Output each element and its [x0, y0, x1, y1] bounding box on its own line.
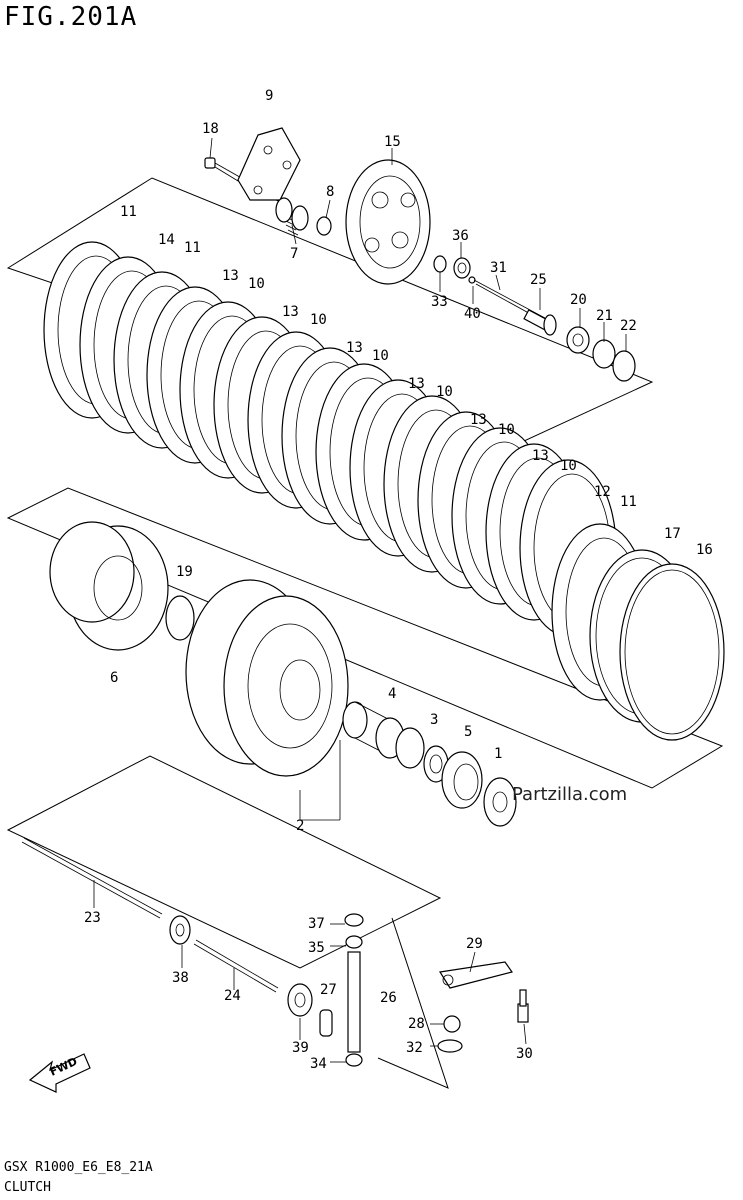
callout-8: 8	[326, 184, 334, 200]
callout-36: 36	[452, 228, 469, 244]
part-28-spring	[443, 1015, 461, 1033]
callout-22: 22	[620, 318, 637, 334]
callout-11: 11	[620, 494, 637, 510]
callout-21: 21	[596, 308, 613, 324]
callout-29: 29	[466, 936, 483, 952]
callout-19: 19	[176, 564, 193, 580]
part-32-washer	[437, 1039, 463, 1053]
callouts: 9 18 8 7 15 36 33 40 31 25 20 21 22 11 1…	[84, 88, 713, 1072]
callout-16: 16	[696, 542, 713, 558]
callout-35: 35	[308, 940, 325, 956]
callout-15: 15	[384, 134, 401, 150]
callout-34: 34	[310, 1056, 327, 1072]
callout-1: 1	[494, 746, 502, 762]
part-19-washer	[165, 595, 195, 641]
part-20-bearing	[566, 326, 590, 354]
callout-10: 10	[436, 384, 453, 400]
callout-27: 27	[320, 982, 337, 998]
part-23-pushrod	[21, 837, 163, 919]
callout-11: 11	[184, 240, 201, 256]
callout-24: 24	[224, 988, 241, 1004]
callout-30: 30	[516, 1046, 533, 1062]
callout-31: 31	[490, 260, 507, 276]
callout-10: 10	[248, 276, 265, 292]
callout-13: 13	[532, 448, 549, 464]
watermark-text: Partzilla.com	[512, 784, 628, 805]
leader-lines	[93, 137, 627, 1063]
callout-12: 12	[594, 484, 611, 500]
callout-17: 17	[664, 526, 681, 542]
callout-2: 2	[296, 818, 304, 834]
callout-18: 18	[202, 121, 219, 137]
part-25-pushrod-piece	[523, 309, 557, 336]
part-2-primary-driven-gear	[185, 579, 349, 777]
disc-group-outline	[6, 487, 724, 789]
part-7-spring	[275, 197, 309, 236]
callout-14: 14	[158, 232, 175, 248]
part-4-needle-bearing	[375, 717, 425, 769]
figure-title: FIG.201A	[4, 2, 138, 32]
part-16-wire-ring	[619, 563, 725, 741]
part-26-release-shaft	[344, 913, 364, 1067]
part-27-dowel	[319, 1009, 333, 1037]
callout-40: 40	[464, 306, 481, 322]
callout-13: 13	[222, 268, 239, 284]
part-4-spacer	[342, 701, 391, 757]
callout-20: 20	[570, 292, 587, 308]
callout-7: 7	[290, 246, 298, 262]
callout-6: 6	[110, 670, 118, 686]
callout-10: 10	[372, 348, 389, 364]
part-6-sleeve-hub	[49, 521, 169, 651]
callout-23: 23	[84, 910, 101, 926]
part-8-washer	[316, 216, 332, 236]
callout-28: 28	[408, 1016, 425, 1032]
callout-10: 10	[560, 458, 577, 474]
part-39-oil-seal	[287, 983, 313, 1017]
callout-13: 13	[470, 412, 487, 428]
callout-10: 10	[310, 312, 327, 328]
callout-9: 9	[265, 88, 273, 104]
part-15-pressure-plate	[345, 159, 431, 285]
callout-25: 25	[530, 272, 547, 288]
part-29-release-arm	[439, 961, 513, 989]
part-40-ball	[468, 276, 476, 284]
part-30-bolt	[517, 989, 529, 1023]
footer-code: GSX R1000_E6_E8_21A	[4, 1160, 153, 1175]
callout-38: 38	[172, 970, 189, 986]
lifter-group-outline	[377, 917, 449, 1089]
callout-13: 13	[408, 376, 425, 392]
callout-3: 3	[430, 712, 438, 728]
callout-13: 13	[346, 340, 363, 356]
part-38-oil-seal	[169, 915, 191, 945]
part-9-spring-plate	[237, 127, 301, 201]
part-24-pushrod	[193, 939, 279, 993]
callout-5: 5	[464, 724, 472, 740]
callout-37: 37	[308, 916, 325, 932]
callout-33: 33	[431, 294, 448, 310]
callout-26: 26	[380, 990, 397, 1006]
shaft-group-outline	[6, 755, 442, 969]
callout-11: 11	[120, 204, 137, 220]
callout-4: 4	[388, 686, 396, 702]
callout-13: 13	[282, 304, 299, 320]
part-22-washer	[612, 350, 636, 382]
part-21-washer	[592, 339, 616, 369]
part-36-bearing	[453, 257, 471, 279]
fwd-arrow-icon: FWD	[28, 1053, 91, 1093]
footer-name: CLUTCH	[4, 1180, 51, 1195]
callout-32: 32	[406, 1040, 423, 1056]
part-1-washer	[483, 777, 517, 827]
callout-10: 10	[498, 422, 515, 438]
part-33-washer	[433, 255, 447, 273]
callout-39: 39	[292, 1040, 309, 1056]
part-5-bearing	[441, 751, 483, 809]
